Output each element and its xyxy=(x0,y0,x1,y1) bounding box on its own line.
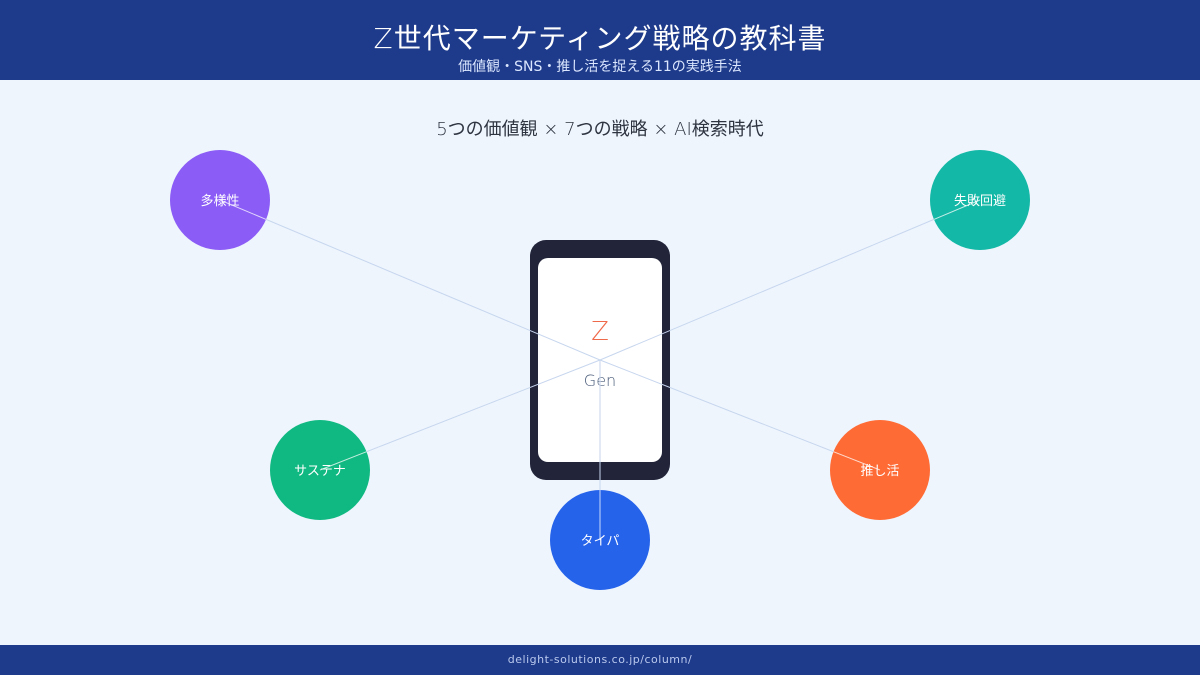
node-failure-avoidance: 失敗回避 xyxy=(930,150,1030,250)
connector-line-failure-avoidance xyxy=(599,199,981,361)
node-oshi-katsu: 推し活 xyxy=(830,420,930,520)
node-connector-overlay-diversity xyxy=(219,199,267,220)
phone-z-letter: Z xyxy=(591,317,609,347)
connector-line-diversity xyxy=(219,199,601,361)
page-title: Z世代マーケティング戦略の教科書 xyxy=(373,22,827,55)
header-bar: Z世代マーケティング戦略の教科書 価値観・SNS・推し活を捉える11の実践手法 xyxy=(0,0,1200,80)
node-connector-overlay-oshi-katsu xyxy=(833,451,881,471)
connector-line-sustainability xyxy=(319,359,601,471)
node-diversity: 多様性 xyxy=(170,150,270,250)
node-connector-overlay-sustainability xyxy=(319,451,367,471)
diagram-caption: 5つの価値観 × 7つの戦略 × AI検索時代 xyxy=(436,119,764,140)
footer-bar: delight-solutions.co.jp/column/ xyxy=(0,645,1200,675)
page-subtitle: 価値観・SNS・推し活を捉える11の実践手法 xyxy=(458,59,742,75)
footer-url: delight-solutions.co.jp/column/ xyxy=(507,653,693,666)
node-sustainability: サステナ xyxy=(270,420,370,520)
node-label-failure-avoidance: 失敗回避 xyxy=(954,194,1006,209)
node-connector-overlay-failure-avoidance xyxy=(933,199,981,220)
node-label-oshi-katsu: 推し活 xyxy=(860,464,899,479)
node-label-diversity: 多様性 xyxy=(200,193,239,209)
node-label-time-performance: タイパ xyxy=(581,534,620,549)
connector-line-oshi-katsu xyxy=(599,359,881,471)
node-label-sustainability: サステナ xyxy=(294,464,346,479)
node-time-performance: タイパ xyxy=(550,490,650,590)
connector-lines xyxy=(219,199,981,540)
